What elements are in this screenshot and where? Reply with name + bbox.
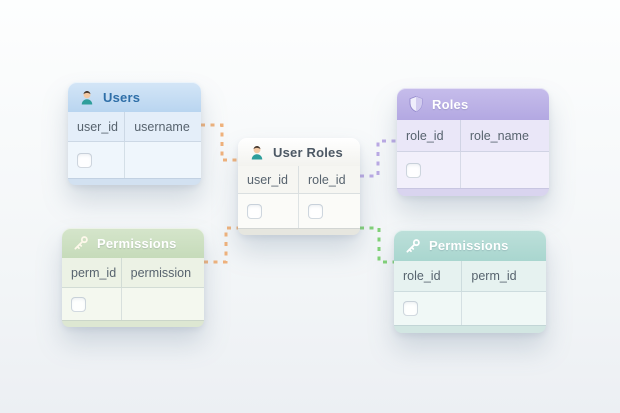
table-roles-row xyxy=(397,152,549,188)
connector-user-roles-to-permissions-right xyxy=(360,226,394,264)
table-roles-title: Roles xyxy=(432,96,469,112)
connector-permissions-left-to-user-roles xyxy=(204,226,238,264)
table-users-row xyxy=(68,142,201,178)
checkbox xyxy=(308,203,323,219)
user-icon xyxy=(78,88,96,106)
table-permissions-left-row-cell-1 xyxy=(62,288,122,320)
column-user-id: user_id xyxy=(238,166,299,193)
table-permissions-right-row-cell-1 xyxy=(394,292,463,325)
table-users-base-edge xyxy=(68,178,201,185)
table-users-row-cell-2 xyxy=(125,142,201,178)
checkbox xyxy=(406,162,421,178)
column-user-id: user_id xyxy=(68,112,126,141)
connector-users-to-user-roles xyxy=(201,123,238,162)
checkbox xyxy=(77,152,92,168)
column-role-id: role_id xyxy=(394,261,463,291)
shield-icon xyxy=(407,95,425,113)
table-permissions-left-header: Permissions xyxy=(62,228,204,258)
table-users-title: Users xyxy=(103,89,141,105)
table-roles-row-cell-1 xyxy=(397,152,461,188)
table-permissions-right: Permissions role_id perm_id xyxy=(394,230,546,333)
checkbox xyxy=(403,301,418,316)
column-role-id: role_id xyxy=(308,172,346,187)
table-roles: Roles role_id role_name xyxy=(397,88,549,196)
table-permissions-right-header: Permissions xyxy=(394,230,546,261)
table-permissions-left-title: Permissions xyxy=(97,235,177,251)
table-permissions-right-row xyxy=(394,292,546,325)
table-permissions-left-base-edge xyxy=(62,320,204,327)
column-username: username xyxy=(134,119,190,134)
table-user-roles-row-cell-2 xyxy=(299,194,360,228)
table-user-roles-base-edge xyxy=(238,228,360,235)
table-permissions-right-title: Permissions xyxy=(429,238,509,253)
checkbox xyxy=(71,296,86,312)
table-permissions-right-columns: role_id perm_id xyxy=(394,261,546,292)
column-permission: permission xyxy=(130,265,192,280)
key-icon xyxy=(404,237,422,255)
column-role-name: role_name xyxy=(469,128,529,143)
connector-user-roles-to-roles xyxy=(360,139,397,178)
table-user-roles-title: User Roles xyxy=(273,144,343,160)
table-roles-row-cell-2 xyxy=(461,152,549,188)
table-user-roles: User Roles user_id role_id xyxy=(238,138,360,235)
table-users-header: Users xyxy=(68,82,201,112)
table-roles-header: Roles xyxy=(397,88,549,120)
table-permissions-left-row xyxy=(62,288,204,320)
checkbox xyxy=(247,203,262,219)
table-permissions-left-row-cell-2 xyxy=(122,288,204,320)
table-permissions-left: Permissions perm_id permission xyxy=(62,228,204,327)
table-roles-base-edge xyxy=(397,188,549,196)
key-icon xyxy=(72,234,90,252)
table-user-roles-header: User Roles xyxy=(238,138,360,166)
table-users-columns: user_id username xyxy=(68,112,201,142)
table-user-roles-row xyxy=(238,194,360,228)
table-permissions-left-columns: perm_id permission xyxy=(62,258,204,288)
column-role-id: role_id xyxy=(397,120,461,151)
column-perm-id: perm_id xyxy=(62,258,122,287)
user-icon xyxy=(248,143,266,161)
table-users-row-cell-1 xyxy=(68,142,126,178)
table-permissions-right-base-edge xyxy=(394,325,546,333)
table-user-roles-columns: user_id role_id xyxy=(238,166,360,194)
table-roles-columns: role_id role_name xyxy=(397,120,549,152)
table-user-roles-row-cell-1 xyxy=(238,194,299,228)
table-permissions-right-row-cell-2 xyxy=(462,292,546,325)
column-perm-id: perm_id xyxy=(471,269,517,283)
table-users: Users user_id username xyxy=(68,82,201,185)
